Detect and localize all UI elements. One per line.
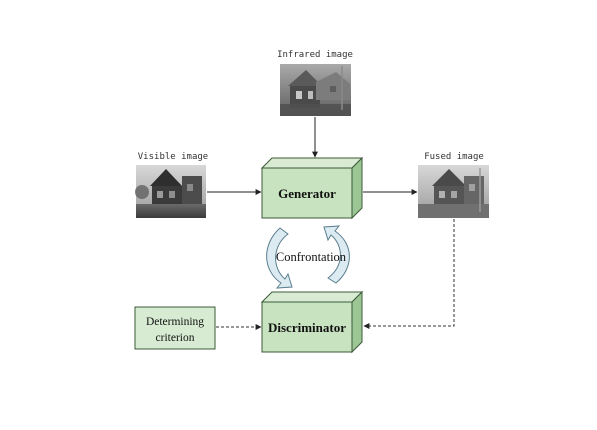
visible-image-thumbnail [135,165,206,218]
cycle-arrow-right-icon [323,225,350,284]
discriminator-block: Discriminator [260,290,364,354]
generator-block: Generator [260,156,364,220]
generator-label: Generator [278,186,336,201]
infrared-image-thumbnail [280,64,351,116]
fused-image-thumbnail [418,165,489,218]
arrow-fused-to-discriminator [363,219,455,329]
criterion-label-line2: criterion [156,332,195,344]
discriminator-label: Discriminator [268,320,346,335]
criterion-label-line1: Determining [146,316,204,328]
confrontation-cycle: Confrontation [266,225,350,289]
determining-criterion-block: Determining criterion [134,306,216,350]
fused-image-label: Fused image [424,152,484,162]
infrared-image-label: Infrared image [277,50,353,60]
cycle-arrow-left-icon [266,227,293,289]
visible-image-label: Visible image [138,152,208,162]
confrontation-label: Confrontation [276,250,347,264]
